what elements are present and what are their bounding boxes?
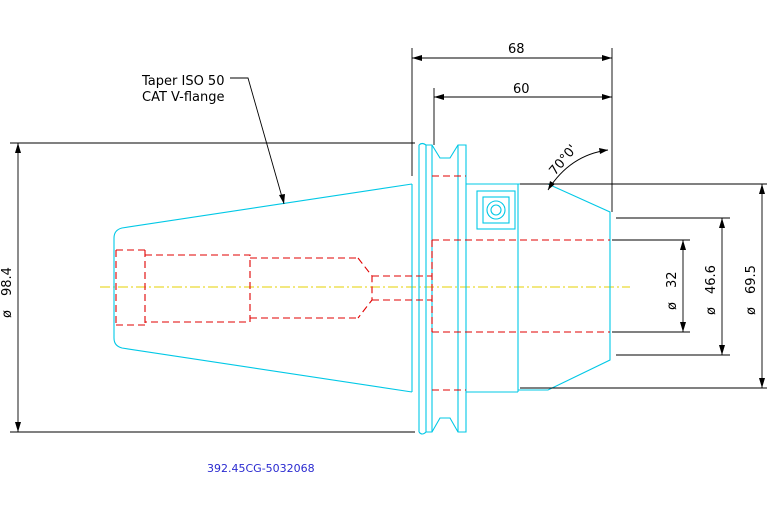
dim-46-symbol: ø: [704, 307, 719, 315]
screw-head: [486, 200, 506, 220]
clamp-bore: [432, 239, 610, 333]
dim-46-label: 46.6: [704, 265, 719, 294]
dim-69-symbol: ø: [744, 307, 759, 315]
hidden-lines: [115, 175, 610, 391]
taper-label-line1: Taper ISO 50: [141, 74, 224, 89]
coolant-bore: [372, 275, 432, 301]
taper-leader: [230, 77, 285, 205]
screw-box: [476, 190, 516, 230]
holder-outline: [113, 142, 611, 435]
dim-98-symbol: ø: [0, 310, 15, 318]
through-bore: [250, 257, 358, 319]
flange-left-caps: [418, 142, 427, 435]
dim-68-label: 68: [508, 42, 525, 57]
part-number: 392.45CG-5032068: [207, 462, 315, 475]
hub: [466, 183, 519, 393]
dim-32-label: 32: [665, 271, 680, 288]
screw-box-inner: [482, 196, 510, 224]
bore-chamfer: [357, 257, 373, 319]
dim-32-symbol: ø: [665, 302, 680, 310]
dimension-lines: [10, 48, 767, 433]
dim-60-label: 60: [513, 82, 530, 97]
flange-v-groove: [426, 144, 467, 433]
dim-98-label: 98.4: [0, 267, 15, 296]
flange-left: [418, 145, 427, 432]
flange-hidden: [432, 175, 466, 391]
screw-socket: [490, 204, 502, 216]
dim-69-label: 69.5: [744, 265, 759, 294]
flange-inner-lines: [431, 145, 459, 432]
angle-arrows: [548, 148, 608, 190]
taper-label-line2: CAT V-flange: [142, 90, 225, 105]
arrows-32: [680, 240, 686, 332]
taper-leader-arrow: [279, 194, 285, 204]
thread-left: [115, 249, 146, 326]
pullstud-bore: [145, 254, 251, 323]
angle-label: 70°0': [547, 142, 581, 178]
taper-body: [113, 183, 413, 393]
